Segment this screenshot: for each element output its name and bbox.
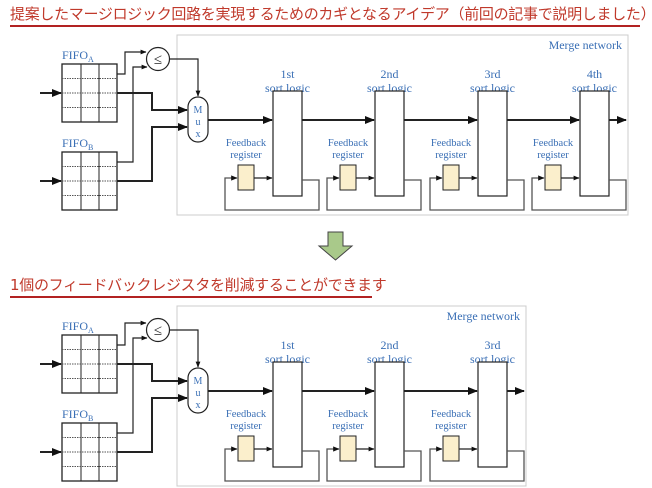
feedback-loop xyxy=(326,175,422,211)
sort-logic-block xyxy=(374,361,405,468)
mux-letter: x xyxy=(196,400,201,411)
feedback-loop xyxy=(429,446,525,482)
feedback-register xyxy=(339,164,357,191)
feedback-register-label-2: register xyxy=(435,421,467,432)
fifo-a: FIFOA xyxy=(40,319,118,394)
comparator-to-mux xyxy=(170,58,201,97)
fifo-a-label: FIFOA xyxy=(62,319,94,335)
feedback-loop xyxy=(224,446,320,482)
feedback-register xyxy=(237,164,255,191)
fifo-a-to-mux xyxy=(117,92,188,114)
heading-reduced-register: 1個のフィードバックレジスタを削減することができます xyxy=(10,275,387,298)
feedback-register xyxy=(339,435,357,462)
comparator xyxy=(145,317,171,343)
sort-logic-block xyxy=(272,90,303,197)
merge-network-label: Merge network xyxy=(447,309,520,323)
down-arrow-icon xyxy=(317,231,354,261)
feedback-loop xyxy=(531,175,627,211)
sort-stage-ordinal: 2nd xyxy=(381,67,399,81)
mux-letter: M xyxy=(194,105,203,116)
sort-logic-block xyxy=(477,90,508,197)
feedback-register-label-2: register xyxy=(230,421,262,432)
merge-network-frame xyxy=(176,305,527,487)
feedback-register-label-1: Feedback xyxy=(328,138,369,149)
feedback-register xyxy=(442,435,460,462)
fifo-b-label: FIFOB xyxy=(62,407,93,423)
comparator-symbol: ≤ xyxy=(154,52,162,68)
fifo-b-to-comparator xyxy=(117,335,148,434)
merge-network-frame xyxy=(176,34,629,216)
fifo-b: FIFOB xyxy=(40,407,118,482)
sort-stage-ordinal: 1st xyxy=(280,67,295,81)
sort-logic-block xyxy=(374,90,405,197)
comparator-to-mux xyxy=(170,329,201,368)
feedback-loop xyxy=(326,446,422,482)
feedback-register xyxy=(544,164,562,191)
fifo-a-to-comparator xyxy=(117,49,147,75)
merge-network-label: Merge network xyxy=(549,38,622,52)
sort-stage-ordinal: 3rd xyxy=(485,338,501,352)
mux-letter: u xyxy=(196,117,201,128)
feedback-register-label-2: register xyxy=(435,150,467,161)
mux-letter: x xyxy=(196,129,201,140)
fifo-b-to-mux xyxy=(117,123,188,182)
feedback-register-label-1: Feedback xyxy=(226,409,267,420)
feedback-register-label-2: register xyxy=(332,421,364,432)
feedback-register-label-1: Feedback xyxy=(328,409,369,420)
fifo-b-to-mux xyxy=(117,394,188,453)
feedback-register-label-1: Feedback xyxy=(431,138,472,149)
fifo-b-to-comparator xyxy=(117,64,148,163)
fifo-b-label: FIFOB xyxy=(62,136,93,152)
feedback-register xyxy=(237,435,255,462)
heading-original-idea: 提案したマージロジック回路を実現するためのカギとなるアイデア（前回の記事で説明し… xyxy=(10,4,652,27)
comparator xyxy=(145,46,171,72)
fifo-b: FIFOB xyxy=(40,136,118,211)
sort-logic-block xyxy=(579,90,610,197)
feedback-register-label-1: Feedback xyxy=(533,138,574,149)
sort-stage-ordinal: 1st xyxy=(280,338,295,352)
sort-stage-ordinal: 4th xyxy=(587,67,602,81)
fifo-a-label: FIFOA xyxy=(62,48,94,64)
fifo-a: FIFOA xyxy=(40,48,118,123)
fifo-a-to-mux xyxy=(117,363,188,385)
feedback-loop xyxy=(429,175,525,211)
mux-letter: M xyxy=(194,376,203,387)
feedback-register-label-2: register xyxy=(332,150,364,161)
sort-logic-block xyxy=(477,361,508,468)
feedback-register-label-1: Feedback xyxy=(226,138,267,149)
sort-stage-ordinal: 3rd xyxy=(485,67,501,81)
feedback-register-label-2: register xyxy=(230,150,262,161)
sort-logic-block xyxy=(272,361,303,468)
sort-stage-ordinal: 2nd xyxy=(381,338,399,352)
feedback-register-label-2: register xyxy=(537,150,569,161)
feedback-register xyxy=(442,164,460,191)
feedback-register-label-1: Feedback xyxy=(431,409,472,420)
mux-letter: u xyxy=(196,388,201,399)
feedback-loop xyxy=(224,175,320,211)
comparator-symbol: ≤ xyxy=(154,323,162,339)
fifo-a-to-comparator xyxy=(117,320,147,346)
